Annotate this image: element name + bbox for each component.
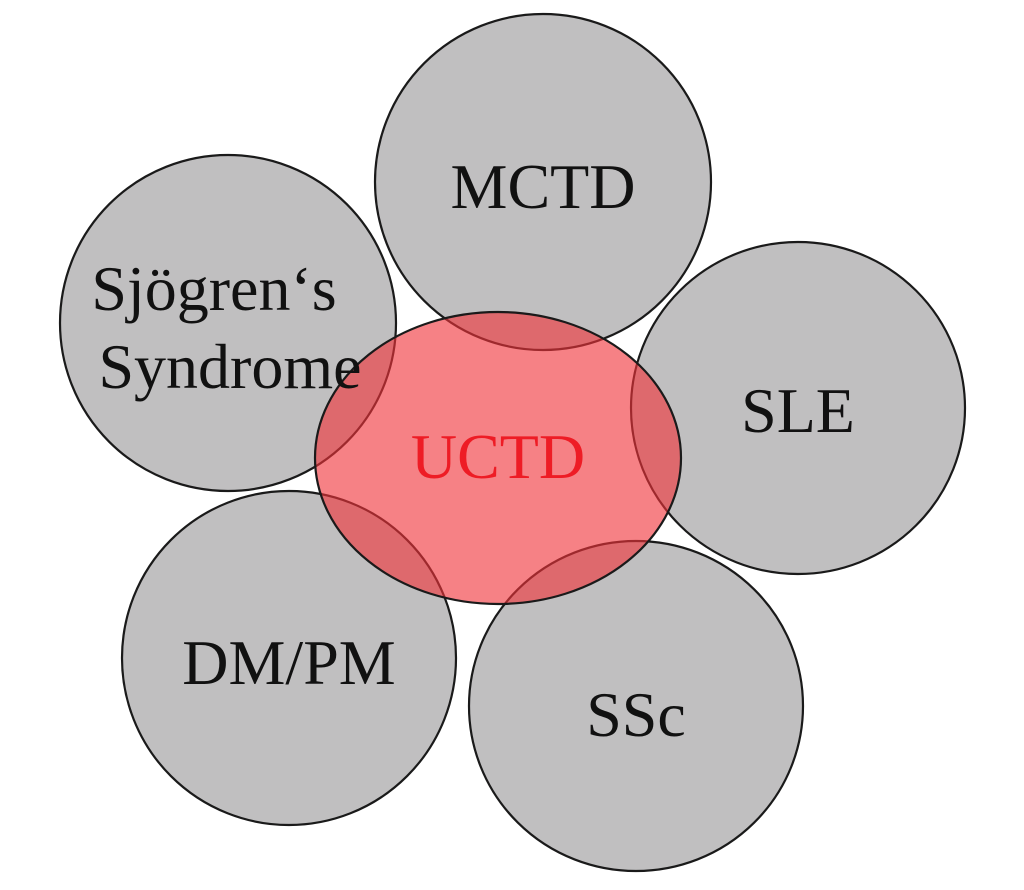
label-sle: SLE [741, 375, 855, 446]
label-sjogrens-line-2: Syndrome [98, 331, 361, 402]
circle-sjogrens [58, 153, 398, 493]
labels: MCTD SLE SSc DM/PM Sjögren‘s Syndrome UC… [91, 151, 855, 750]
label-mctd: MCTD [451, 151, 636, 222]
circle-dm-pm [120, 489, 458, 827]
outer-circles [58, 12, 967, 873]
label-dm-pm-line: DM/PM [182, 627, 395, 698]
label-dm-pm: DM/PM [182, 627, 395, 698]
circle-uctd [313, 310, 683, 606]
label-sjogrens: Sjögren‘s Syndrome [91, 253, 361, 402]
label-sle-line: SLE [741, 375, 855, 446]
label-uctd-line: UCTD [411, 421, 585, 492]
label-ssc-line: SSc [586, 679, 686, 750]
label-sjogrens-line-1: Sjögren‘s [91, 253, 336, 324]
label-uctd: UCTD [411, 421, 585, 492]
label-ssc: SSc [586, 679, 686, 750]
label-mctd-line: MCTD [451, 151, 636, 222]
